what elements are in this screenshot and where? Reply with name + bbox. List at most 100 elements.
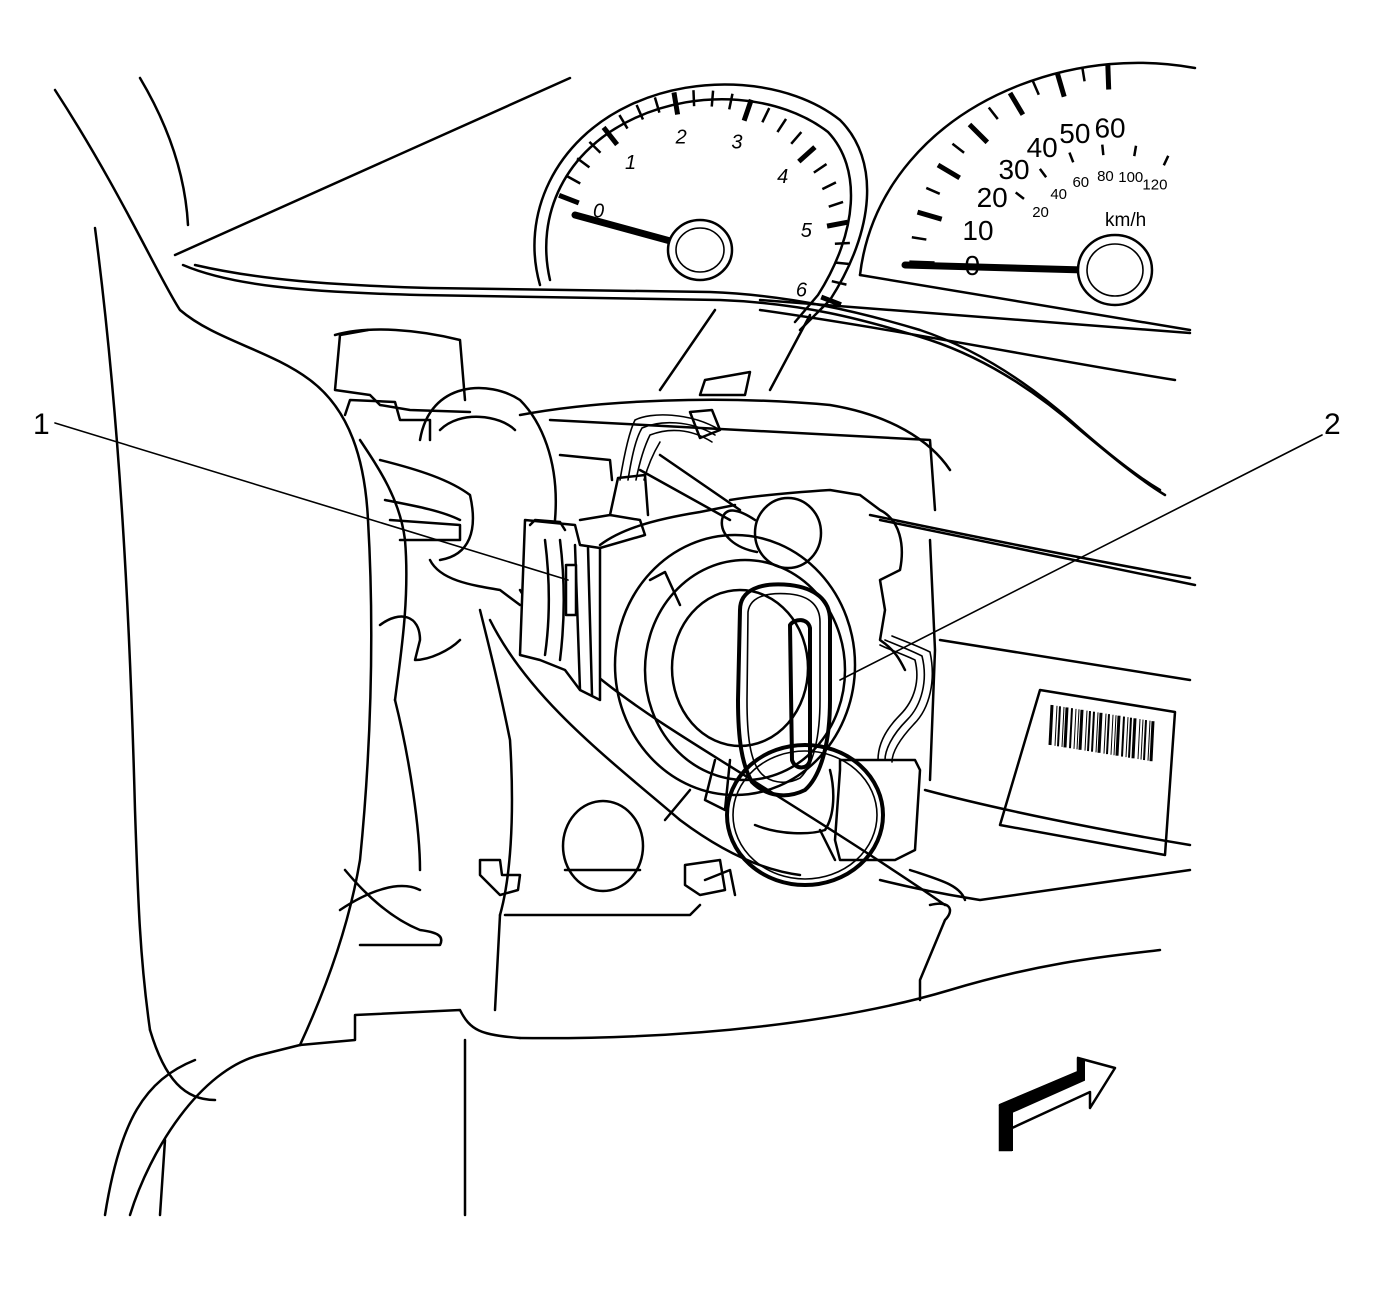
tachometer-number: 4: [777, 166, 788, 188]
lock-cylinder-cap: [753, 496, 823, 570]
speedometer-mph-number: 60: [1094, 112, 1125, 143]
barcode-bar: [1091, 711, 1095, 752]
tachometer-tick: [741, 98, 754, 122]
speedometer-tick: [925, 186, 941, 195]
tachometer-tick: [834, 261, 850, 266]
tachometer-number: 3: [731, 132, 742, 154]
speedometer-mph-number: 20: [977, 182, 1008, 213]
barcode-bar: [1115, 715, 1121, 756]
speedometer-kmh-number: 80: [1097, 168, 1114, 185]
tachometer-number: 5: [801, 220, 813, 242]
speedometer-tick: [911, 235, 927, 241]
tachometer-tick: [826, 219, 849, 229]
barcode-bar: [1048, 704, 1054, 746]
electrical-connector: [518, 408, 722, 702]
speedometer-tick: [1054, 71, 1067, 98]
barcode-bar: [1128, 717, 1132, 758]
barcode-bar: [1103, 713, 1107, 754]
barcode-bar: [1147, 720, 1151, 761]
speedometer-kmh-number: 20: [1032, 204, 1049, 221]
tachometer-labels: 0 1 2 3 4 5 6: [593, 127, 813, 302]
tachometer-tick: [821, 181, 837, 191]
tachometer-number: 2: [675, 127, 687, 149]
speedometer-unit: km/h: [1105, 210, 1146, 231]
tachometer-tick: [671, 92, 681, 115]
barcode-bars: [1048, 704, 1155, 762]
tachometer-tick: [635, 104, 645, 120]
speedometer-tick: [967, 122, 990, 145]
speedometer-kmh-tick: [1101, 144, 1105, 156]
instrument-panel-outline: [173, 76, 1197, 587]
barcode-bar: [1113, 715, 1117, 756]
tachometer-tick: [710, 90, 715, 107]
speedometer-mph-number: 10: [962, 215, 993, 246]
speedometer-needle: [901, 261, 1089, 274]
tachometer-tick: [834, 241, 850, 245]
callout-1-label: 1: [33, 408, 50, 441]
barcode-bar: [1121, 716, 1125, 757]
barcode-bar: [1087, 711, 1091, 752]
barcode-bar: [1110, 714, 1114, 755]
speedometer-kmh-tick: [1162, 155, 1170, 166]
tachometer-tick: [618, 114, 629, 130]
speedometer-tick: [951, 142, 965, 154]
barcode-bar: [1143, 719, 1147, 761]
ignition-switch: [598, 453, 934, 887]
barcode-bar: [1149, 721, 1155, 762]
speedometer-mph-labels: 0102030405060: [962, 112, 1125, 281]
speedometer-tick: [1007, 91, 1026, 116]
lower-trim-panel: [478, 398, 1192, 1012]
speedometer-tick: [916, 209, 943, 222]
tachometer-number: 6: [796, 279, 808, 301]
tachometer-tick: [820, 294, 842, 308]
speedometer-kmh-number: 120: [1142, 176, 1167, 193]
tachometer-tick: [558, 192, 580, 206]
speedometer-mph-number: 50: [1059, 118, 1090, 149]
speedometer-kmh-tick: [1068, 152, 1075, 163]
ignition-switch-housing: [613, 533, 857, 797]
key-ring: [725, 743, 885, 887]
speedometer-tick: [987, 106, 999, 120]
steering-column-housing: [333, 328, 557, 947]
tachometer-tick: [813, 162, 828, 174]
barcode-bar: [1097, 712, 1103, 753]
callout-1: 1: [33, 408, 569, 581]
barcode-bar: [1057, 706, 1061, 747]
speedometer-tick: [1031, 80, 1040, 96]
barcode-bar: [1061, 706, 1065, 747]
upper-trim-pieces: [658, 308, 812, 397]
tachometer: 0 1 2 3 4 5 6: [533, 83, 869, 332]
tachometer-tick: [576, 157, 591, 169]
speedometer-kmh-tick: [1133, 145, 1138, 157]
barcode-bar: [1140, 719, 1144, 760]
barcode-bar: [1054, 705, 1058, 746]
view-direction-arrow-icon: [998, 1056, 1117, 1152]
speedometer-kmh-number: 100: [1118, 169, 1143, 186]
barcode-bar: [1078, 709, 1084, 750]
tachometer-tick: [797, 145, 817, 164]
speedometer-mph-number: 30: [998, 154, 1029, 185]
tachometer-tick: [790, 131, 803, 145]
speedometer-mph-number: 40: [1027, 132, 1058, 163]
tachometer-tick: [761, 107, 771, 123]
callout-2-leader-line: [839, 434, 1323, 681]
speedometer-kmh-number: 40: [1050, 186, 1067, 203]
callout-2: 2: [839, 408, 1341, 681]
tachometer-tick: [828, 200, 844, 208]
ignition-key-slot: [788, 618, 812, 770]
tachometer-tick: [588, 141, 602, 154]
barcode-bar: [1137, 719, 1141, 760]
tachometer-number: 0: [593, 201, 604, 223]
tachometer-hub: [666, 218, 734, 282]
tachometer-tick: [601, 125, 620, 147]
callout-1-leader-line: [54, 422, 569, 581]
tachometer-number: 1: [625, 152, 636, 174]
callout-2-label: 2: [1324, 408, 1341, 441]
tachometer-tick: [727, 93, 734, 110]
barcode-label: [998, 688, 1177, 857]
tachometer-tick: [776, 118, 788, 133]
speedometer-kmh-number: 60: [1072, 174, 1089, 191]
speedometer-tick: [1105, 64, 1112, 90]
